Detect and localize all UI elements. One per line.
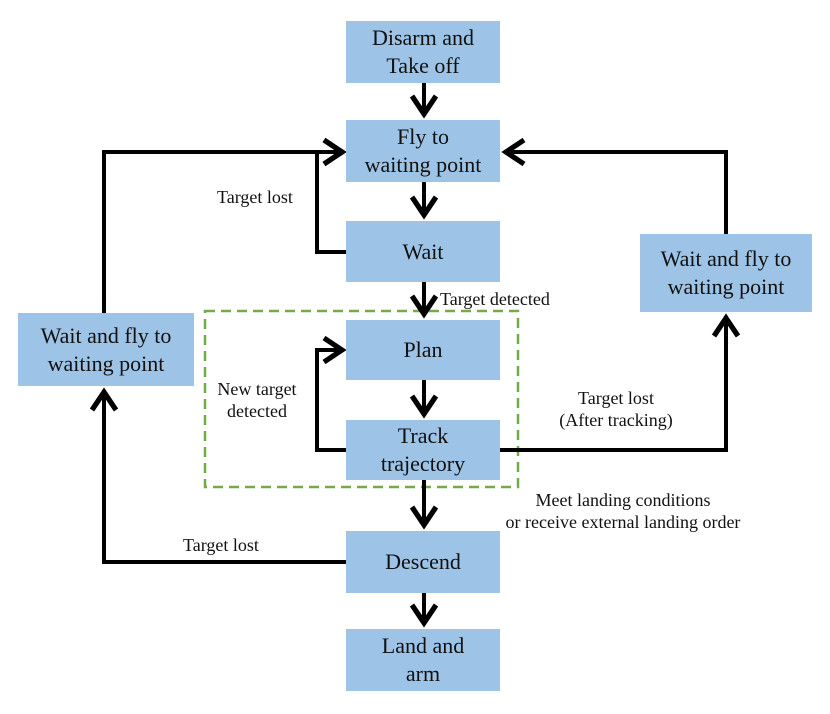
label-landing-conditions: Meet landing conditions or receive exter…	[478, 489, 768, 533]
node-wait-fly-right: Wait and fly to waiting point	[640, 234, 812, 312]
replan-region-border	[203, 309, 520, 489]
node-fly-to-waiting-point: Fly to waiting point	[346, 120, 500, 182]
node-plan: Plan	[346, 320, 500, 380]
label-target-lost-wait: Target lost	[217, 187, 293, 207]
label-landing-line1: Meet landing conditions	[535, 490, 711, 510]
node-plan-label: Plan	[403, 337, 443, 362]
node-land-line1: Land and	[381, 633, 465, 658]
node-wait-label: Wait	[402, 238, 444, 264]
node-fly-line1: Fly to	[397, 124, 449, 149]
node-wait-fly-left-line2: waiting point	[47, 350, 165, 376]
node-wait-fly-left: Wait and fly to waiting point	[18, 313, 194, 386]
arrow-descend-to-wait-fly-left	[89, 387, 346, 564]
node-descend: Descend	[346, 531, 500, 593]
node-wait-fly-right-line2: waiting point	[667, 274, 785, 299]
node-wait-fly-left-line1: Wait and fly to	[40, 322, 172, 348]
node-wait: Wait	[346, 221, 500, 282]
node-land-line2: arm	[405, 661, 441, 686]
arrow-wait-fly-right-to-fly	[501, 137, 728, 234]
label-landing-line2: or receive external landing order	[505, 512, 741, 532]
arrow-track-to-wait-fly-right	[500, 313, 741, 452]
node-wait-fly-right-line1: Wait and fly to	[660, 246, 792, 271]
label-new-target-line2: detected	[227, 401, 287, 421]
label-target-lost-after-tracking: Target lost (After tracking)	[536, 387, 696, 431]
label-target-lost-tracking-line1: Target lost	[578, 388, 654, 408]
node-disarm-line2: Take off	[386, 53, 460, 78]
node-disarm-take-off: Disarm and Take off	[346, 21, 500, 83]
arrow-wait-fly-left-to-fly	[102, 137, 347, 313]
node-track-line1: Track	[397, 423, 449, 448]
arrow-track-new-target-to-plan	[315, 335, 347, 452]
label-new-target-detected: New target detected	[210, 378, 304, 422]
node-fly-line2: waiting point	[364, 152, 482, 177]
node-disarm-line1: Disarm and	[371, 25, 475, 50]
label-target-lost-tracking-line2: (After tracking)	[559, 410, 673, 430]
node-land-and-arm: Land and arm	[346, 629, 500, 691]
node-track-trajectory: Track trajectory	[346, 420, 500, 480]
node-track-line2: trajectory	[380, 451, 466, 476]
label-target-detected: Target detected	[440, 289, 550, 309]
arrow-wait-target-lost-to-fly	[315, 137, 347, 254]
label-target-lost-descend: Target lost	[183, 535, 259, 555]
label-new-target-line1: New target	[217, 379, 297, 399]
node-descend-label: Descend	[385, 549, 461, 574]
